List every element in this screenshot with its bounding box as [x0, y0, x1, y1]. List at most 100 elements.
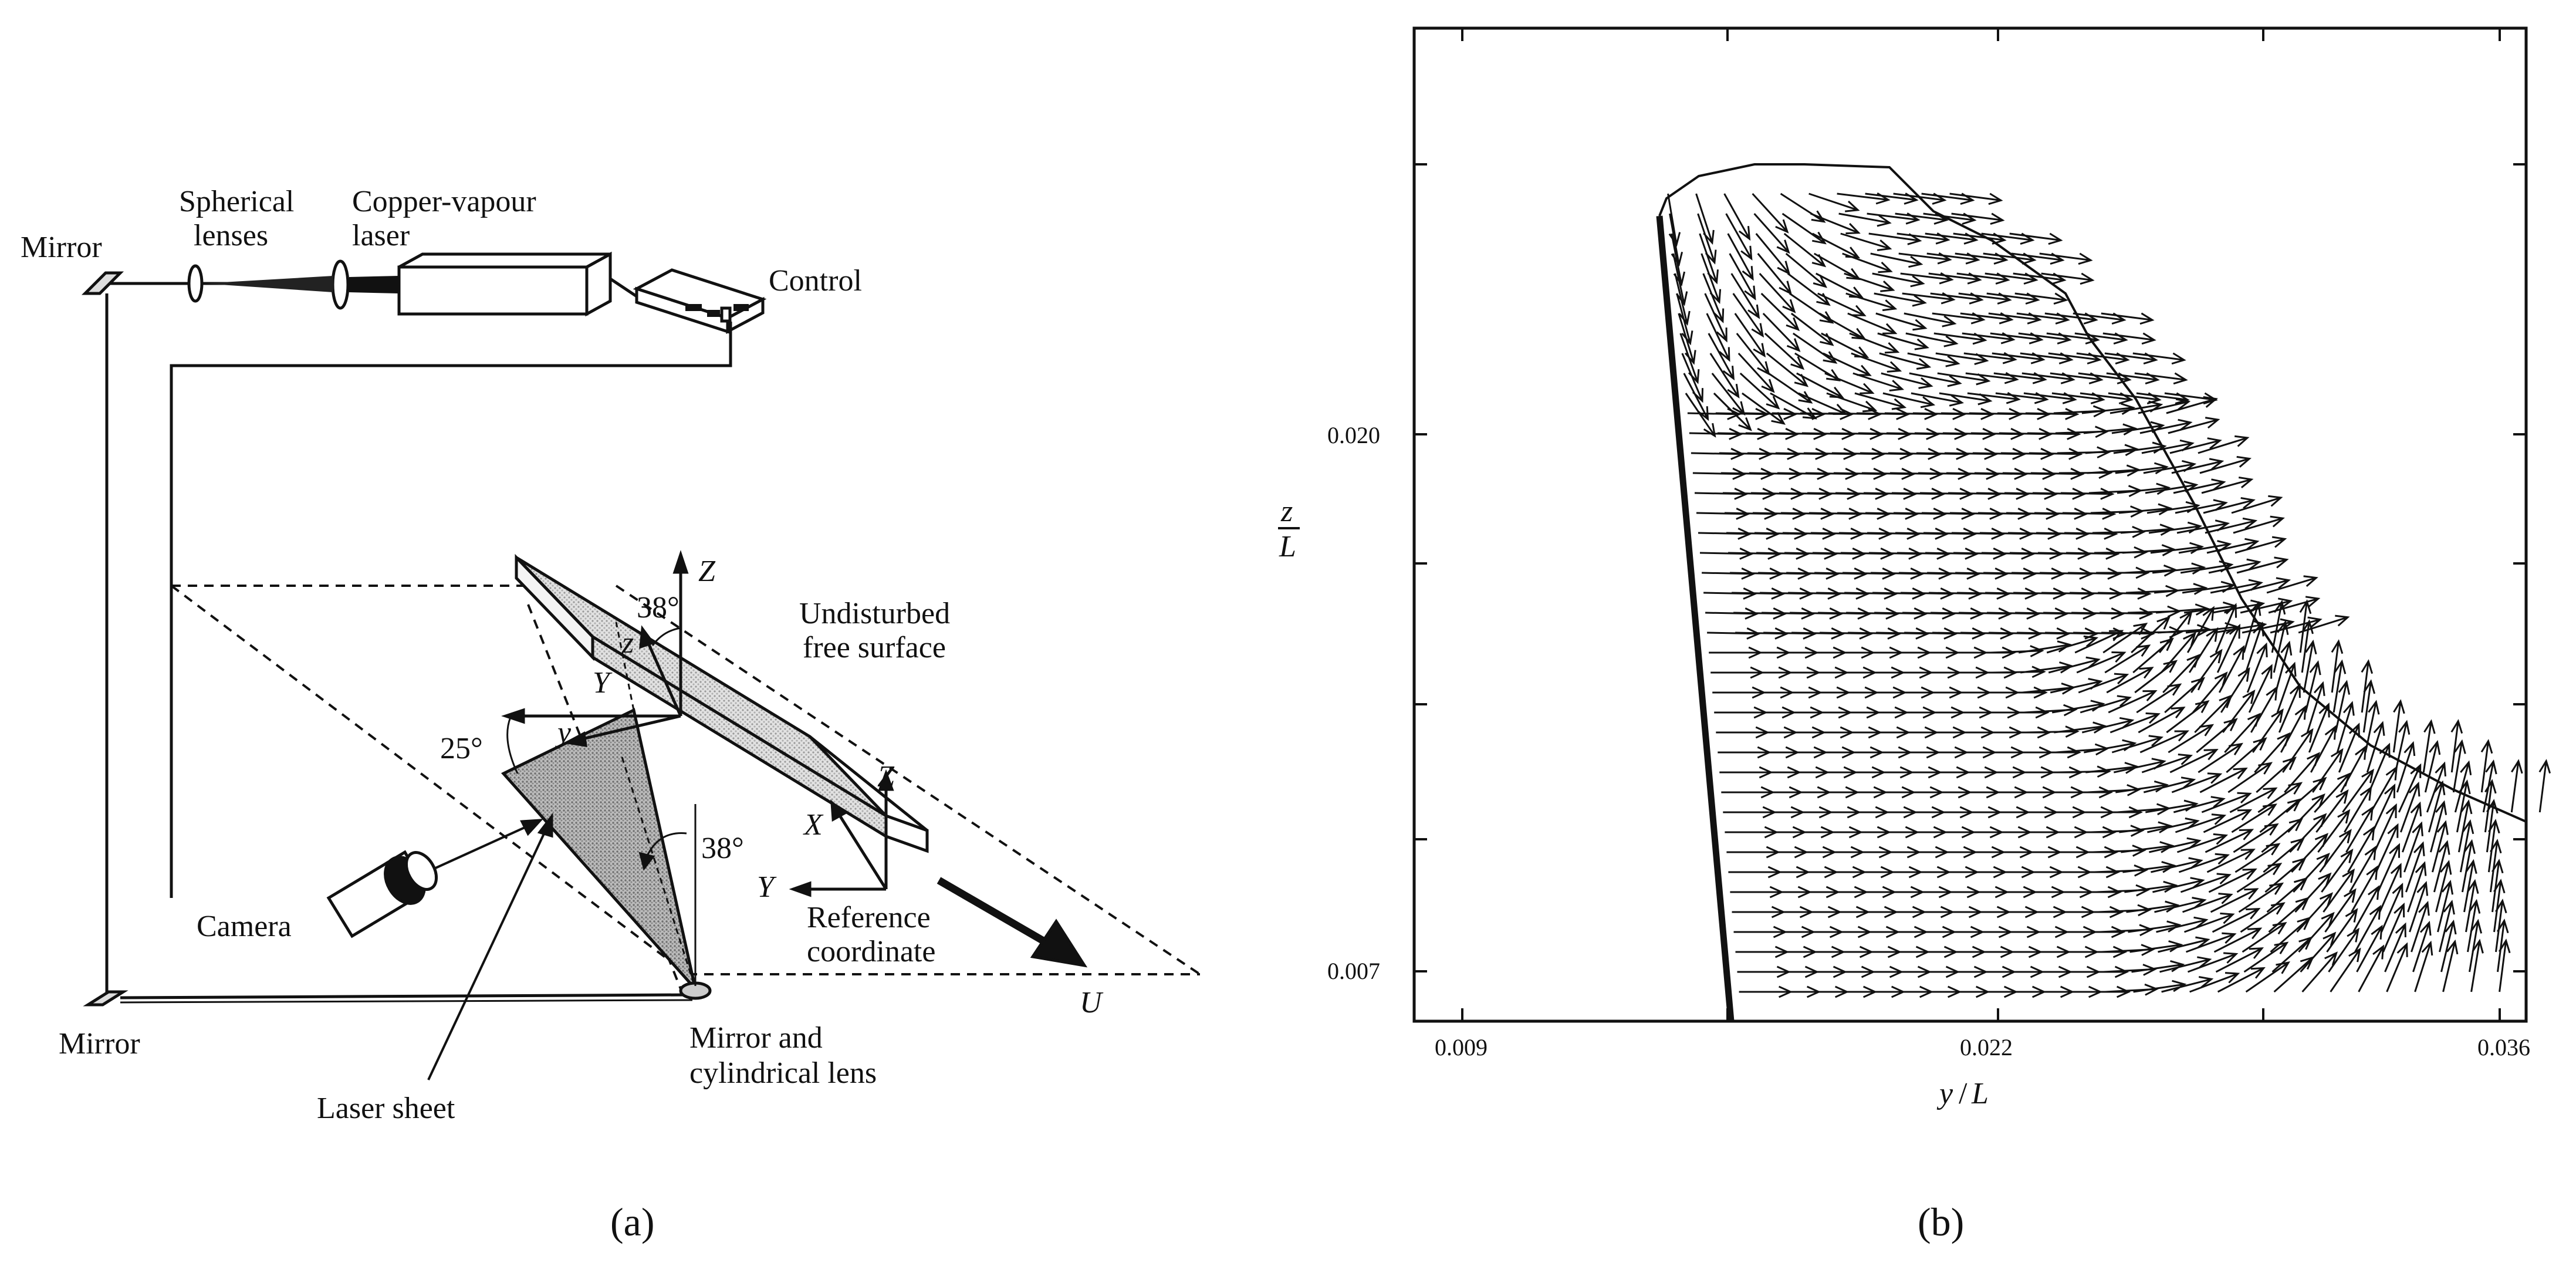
ylabel-den: L — [1279, 530, 1296, 563]
control-box-icon — [633, 268, 767, 335]
velocity-vector-646 — [2399, 781, 2421, 833]
velocity-vector-730 — [2405, 841, 2425, 893]
xtick-label-0: 0.009 — [1435, 1034, 1488, 1061]
axis-labels: y / L z L — [1278, 495, 1989, 1110]
velocity-vector-286 — [2064, 528, 2118, 540]
velocity-vector-91 — [2101, 312, 2155, 325]
velocity-vector-499 — [2026, 725, 2080, 738]
velocity-vector-429 — [1992, 666, 2046, 678]
velocity-vector-729 — [2377, 843, 2400, 893]
ytick-label-1: 0.007 — [1327, 958, 1380, 984]
velocity-vector-96 — [1792, 332, 1838, 364]
velocity-vector-588 — [2396, 741, 2416, 793]
velocity-vector-842 — [2412, 920, 2432, 972]
velocity-vector-272 — [2231, 495, 2283, 514]
velocity-vector-553 — [2169, 749, 2219, 774]
xtick-label-2: 0.036 — [2477, 1034, 2530, 1061]
velocity-vector-616 — [2398, 763, 2422, 813]
velocity-vector-647 — [2428, 780, 2446, 833]
velocity-vector-724 — [2236, 862, 2283, 893]
velocity-vector-332 — [2236, 556, 2289, 574]
velocity-vector-523 — [2027, 746, 2081, 759]
velocity-vector-580 — [2171, 772, 2223, 793]
velocity-vector-664 — [2121, 841, 2175, 853]
velocity-vector-10 — [1949, 193, 2003, 205]
velocity-vector-696 — [2234, 843, 2281, 873]
velocity-vector-529 — [2196, 718, 2238, 754]
velocity-vector-65 — [1732, 293, 1764, 338]
velocity-vector-620 — [2510, 759, 2523, 813]
velocity-vector-141 — [2134, 372, 2188, 385]
velocity-vector-501 — [2081, 717, 2135, 734]
velocity-vector-62 — [2041, 272, 2095, 285]
velocity-vector-753 — [2266, 877, 2308, 913]
label-angle-top: 38° — [637, 591, 680, 624]
velocity-vector-110 — [1737, 352, 1775, 393]
velocity-vector-787 — [2437, 880, 2454, 933]
caption-a: (a) — [610, 1200, 654, 1244]
velocity-vector-870 — [2414, 940, 2433, 992]
velocity-vector-750 — [2182, 893, 2233, 913]
label-laser-2: laser — [352, 219, 410, 252]
velocity-vector-668 — [2233, 823, 2279, 853]
velocity-vector-780 — [2240, 902, 2286, 933]
velocity-vector-77 — [1706, 313, 1730, 362]
velocity-vector-396 — [2298, 614, 2350, 634]
velocity-vector-3 — [1752, 193, 1789, 234]
velocity-vector-270 — [2175, 499, 2228, 514]
velocity-vector-837 — [2271, 936, 2313, 973]
velocity-vector-834 — [2187, 952, 2239, 973]
velocity-vector-134 — [1937, 372, 1991, 386]
velocity-vector-639 — [2203, 809, 2253, 833]
velocity-vector-99 — [1877, 332, 1929, 350]
velocity-vector-48 — [2039, 252, 2093, 265]
velocity-vector-872 — [2470, 938, 2484, 992]
velocity-vector-411 — [2102, 622, 2148, 654]
velocity-vector-621 — [2538, 759, 2551, 813]
velocity-vector-504 — [2166, 700, 2210, 734]
velocity-vector-591 — [2480, 739, 2493, 793]
label-flow-U: U — [1080, 986, 1104, 1019]
velocity-vector-116 — [1907, 352, 1960, 367]
label-axis-z: z — [621, 626, 634, 660]
velocity-vector-534 — [2336, 701, 2355, 753]
velocity-vector-479 — [2136, 683, 2182, 714]
velocity-vector-75 — [2014, 292, 2068, 305]
velocity-vector-84 — [1904, 312, 1957, 327]
velocity-vector-124 — [2132, 352, 2186, 365]
spherical-lens-1-icon — [187, 264, 204, 303]
velocity-vector-195 — [2168, 417, 2220, 434]
velocity-vector-326 — [2068, 568, 2122, 580]
velocity-vector-15 — [1781, 212, 1827, 245]
velocity-vector-720 — [2124, 880, 2178, 893]
velocity-vector-434 — [2132, 637, 2174, 674]
velocity-vector-748 — [2126, 900, 2180, 913]
velocity-vector-480 — [2164, 677, 2206, 714]
label-angle-right: 38° — [701, 832, 744, 865]
velocity-vector-861 — [2161, 976, 2214, 993]
velocity-vector-109 — [1709, 353, 1740, 399]
velocity-vector-754 — [2294, 872, 2332, 913]
velocity-vector-697 — [2263, 838, 2305, 873]
velocity-vector-759 — [2435, 860, 2452, 913]
label-reference-1: Reference — [807, 901, 931, 934]
label-mirror-lens-2: cylindrical lens — [689, 1056, 877, 1090]
label-spherical-lenses-2: lenses — [194, 219, 268, 252]
velocity-vector-64 — [1704, 293, 1728, 343]
velocity-vector-440 — [2301, 619, 2314, 673]
velocity-vector-437 — [2216, 623, 2240, 673]
velocity-vector-21 — [1951, 212, 2005, 225]
velocity-vector-665 — [2149, 837, 2202, 853]
velocity-vector-704 — [2459, 819, 2474, 873]
setup-labels: Mirror Spherical lenses Copper-vapour la… — [21, 185, 1104, 1125]
caption-b: (b) — [1918, 1200, 1964, 1244]
velocity-vector-56 — [1872, 272, 1925, 288]
velocity-vector-666 — [2176, 833, 2229, 853]
velocity-vector-481 — [2192, 671, 2228, 713]
velocity-vector-306 — [2065, 548, 2120, 560]
velocity-vector-701 — [2375, 823, 2399, 873]
velocity-vector-16 — [1810, 212, 1861, 235]
velocity-vector-638 — [2175, 813, 2227, 833]
velocity-vector-312 — [2234, 536, 2287, 554]
velocity-vector-251 — [2173, 478, 2226, 494]
